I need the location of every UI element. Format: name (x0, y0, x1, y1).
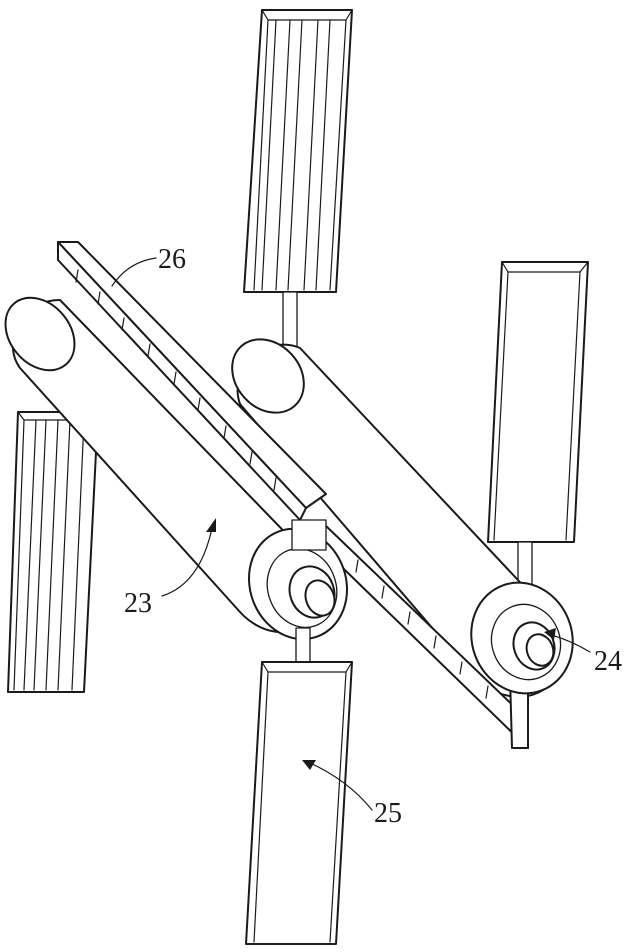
label-rack: 26 (158, 244, 186, 275)
right-hub (470, 581, 574, 695)
right-block (487, 261, 589, 601)
left-hub (247, 519, 349, 665)
left-block (7, 411, 99, 693)
leader-lines (111, 257, 591, 811)
rack-bar (57, 241, 529, 749)
top-block (243, 9, 353, 351)
label-roller-left: 23 (124, 588, 152, 619)
label-roller-right: 24 (594, 646, 622, 677)
bottom-block (245, 661, 353, 945)
label-block: 25 (374, 798, 402, 829)
